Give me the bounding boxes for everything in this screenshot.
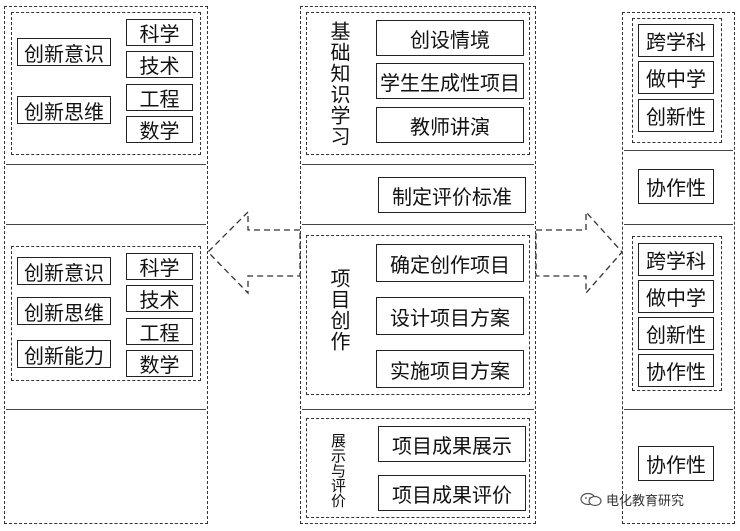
stage2-item-3: 实施项目方案 (376, 350, 524, 388)
right-g2-item-2: 做中学 (638, 280, 714, 313)
left-bottom-label-2: 创新思维 (17, 297, 111, 325)
stage-display-evaluation (306, 418, 530, 518)
right-g2-item-4: 协作性 (638, 354, 714, 387)
center-divider-2 (302, 224, 534, 225)
stage1-item-1: 创设情境 (376, 20, 524, 56)
right-divider-1 (624, 150, 733, 151)
left-top-subject-1: 科学 (126, 19, 193, 46)
stage1-item-2: 学生生成性项目 (376, 63, 524, 99)
left-bottom-label-1: 创新意识 (17, 257, 111, 285)
right-column (622, 12, 735, 524)
left-top-group (11, 12, 201, 155)
right-g1-item-3: 创新性 (638, 99, 714, 132)
right-g1-item-1: 跨学科 (638, 24, 714, 57)
left-top-subject-4: 数学 (126, 116, 193, 143)
stage1-item-3: 教师讲演 (376, 107, 524, 143)
right-mid-collaboration: 协作性 (638, 169, 714, 204)
left-bottom-subject-3: 工程 (126, 318, 193, 345)
left-bottom-label-3: 创新能力 (17, 340, 111, 368)
right-g2-item-3: 创新性 (638, 317, 714, 350)
right-arrow (535, 210, 623, 295)
left-divider-2 (6, 224, 206, 225)
chat-bubble-icon (580, 492, 602, 506)
left-top-label-1: 创新意识 (17, 38, 111, 66)
evaluation-standard-box: 制定评价标准 (378, 177, 526, 213)
left-top-subject-2: 技术 (126, 51, 193, 78)
left-bottom-subject-1: 科学 (126, 253, 193, 280)
left-bottom-subject-2: 技术 (126, 285, 193, 312)
left-divider-1 (6, 164, 206, 165)
stage-display-evaluation-title: 展示与评价 (329, 432, 347, 508)
center-divider-1 (302, 164, 534, 165)
right-g1-item-2: 做中学 (638, 61, 714, 94)
stage-project-creation (306, 235, 530, 395)
right-bottom-collaboration: 协作性 (638, 446, 714, 481)
left-top-subject-3: 工程 (126, 84, 193, 111)
center-divider-3 (302, 409, 534, 410)
stage2-item-1: 确定创作项目 (376, 244, 524, 282)
stage-basic-learning (306, 12, 530, 155)
right-divider-3 (624, 409, 733, 410)
right-divider-2 (624, 224, 733, 225)
watermark-text: 电化教育研究 (606, 494, 685, 509)
left-bottom-group (11, 246, 201, 381)
right-group-1 (632, 18, 722, 143)
left-bottom-subject-4: 数学 (126, 350, 193, 377)
stage3-item-2: 项目成果评价 (378, 475, 526, 511)
stage-basic-learning-title: 基础知识学习 (327, 21, 351, 147)
left-arrow (207, 210, 301, 295)
stage2-item-2: 设计项目方案 (376, 297, 524, 335)
stage3-item-1: 项目成果展示 (378, 426, 526, 462)
stage-project-creation-title: 项目创作 (327, 268, 351, 352)
right-group-2 (632, 236, 722, 391)
watermark: 电化教育研究 (580, 490, 684, 509)
left-column (4, 6, 208, 524)
left-divider-3 (6, 409, 206, 410)
left-top-label-2: 创新思维 (17, 96, 111, 124)
right-g2-item-1: 跨学科 (638, 243, 714, 276)
